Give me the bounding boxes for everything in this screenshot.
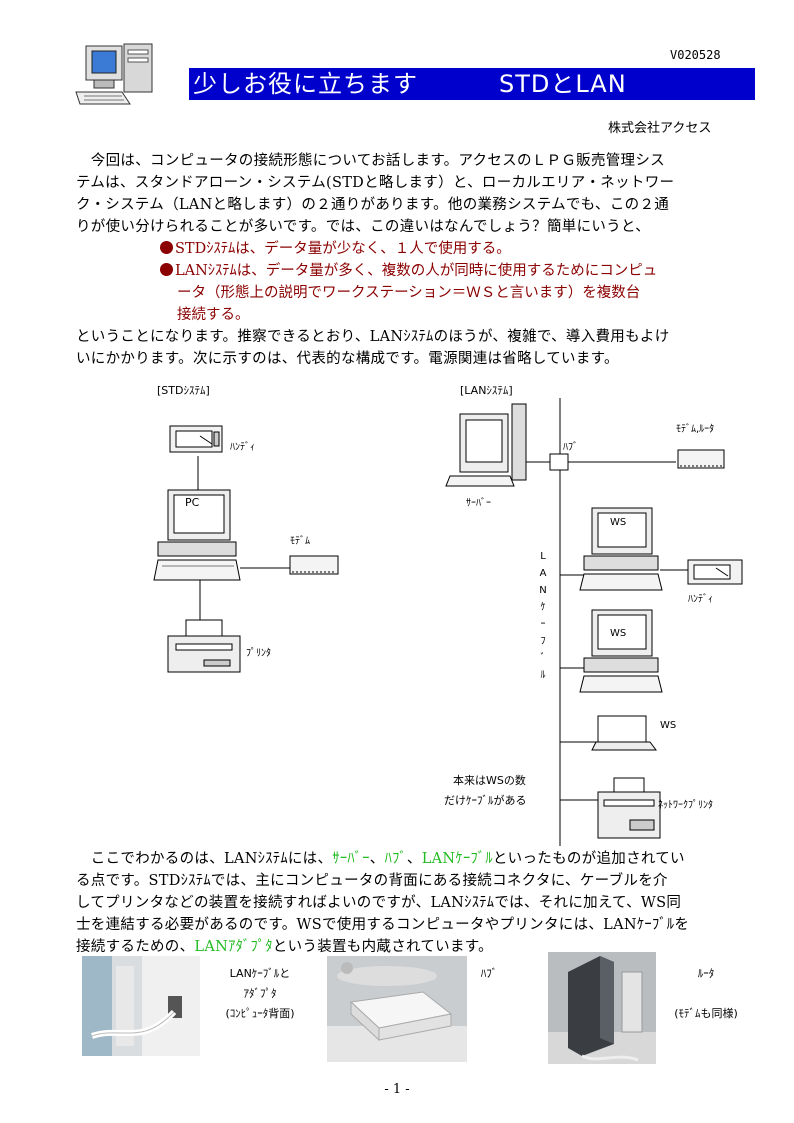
lan-cable-char: ﾙ: [540, 670, 546, 681]
keyword-hub: ﾊﾌﾞ: [384, 851, 407, 867]
lan-network-printer-icon: [597, 777, 661, 839]
lan-router-icon: [677, 449, 725, 469]
bullet-text: LANｼｽﾃﾑは、データ量が多く、複数の人が同時に使用するためにコンピュ: [175, 263, 658, 279]
std-pc-icon: [153, 489, 241, 581]
lan-cable-char: ｹ: [540, 602, 546, 613]
std-printer-label: ﾌﾟﾘﾝﾀ: [246, 648, 271, 659]
paragraph-line: 接続するための、LANｱﾀﾞﾌﾟﾀという装置も内蔵されています。: [76, 936, 756, 958]
paragraph-line: いにかかります。次に示すのは、代表的な構成です。電源関連は省略しています。: [76, 351, 619, 367]
text-span: 、: [406, 851, 422, 867]
hub-photo: [327, 956, 467, 1062]
std-heading: [STDｼｽﾃﾑ]: [157, 384, 210, 397]
lan-server-label: ｻｰﾊﾞｰ: [466, 498, 491, 509]
intro-line: テムは、スタンドアローン・システム(STDと略します）と、ローカルエリア・ネット…: [76, 175, 675, 191]
lan-cable-vertical-label: L A N ｹ ｰ ﾌ ﾞ ﾙ: [536, 548, 550, 684]
intro-line: 今回は、コンピュータの接続形態についてお話します。アクセスのＬＰＧ販売管理シス: [76, 153, 665, 169]
lan-server-icon: [445, 403, 527, 487]
text-span: 接続するための、: [76, 939, 195, 955]
bullet-text: STDｼｽﾃﾑは、データ量が少なく、１人で使用する。: [175, 241, 511, 257]
page-number: - 1 -: [384, 1082, 410, 1097]
keyword-lan-adapter: LANｱﾀﾞﾌﾟﾀ: [194, 939, 273, 955]
paragraph-line: してプリンタなどの装置を接続すればよいのですが、LANｼｽﾃﾑでは、それに加えて…: [76, 895, 682, 911]
std-modem-label: ﾓﾃﾞﾑ: [290, 536, 310, 547]
intro-line: りが使い分けられることが多いです。では、この違いはなんでしょう？簡単にいうと、: [76, 219, 651, 235]
document-code: V020528: [670, 48, 721, 62]
lan-laptop-label: WS: [660, 720, 677, 731]
bullet-std: STDｼｽﾃﾑは、データ量が少なく、１人で使用する。: [160, 238, 511, 260]
paragraph-line: 士を連結する必要があるのです。WSで使用するコンピュータやプリンタには、LANｹ…: [76, 917, 690, 933]
lan-cable-char: L: [540, 551, 546, 562]
computer-logo-icon: [75, 43, 153, 105]
keyword-server: ｻｰﾊﾞｰ: [332, 851, 370, 867]
bullet-dot-icon: [160, 241, 173, 254]
lan-ws1-label: WS: [610, 517, 627, 528]
network-diagram: [153, 398, 743, 846]
text-span: といったものが追加されてい: [492, 851, 685, 867]
paragraph-line: ここでわかるのは、LANｼｽﾃﾑには、ｻｰﾊﾞｰ、ﾊﾌﾞ、LANｹｰﾌﾞﾙといっ…: [76, 848, 756, 870]
photo-caption-hub: ﾊﾌﾞ: [480, 967, 498, 980]
router-photo: [548, 952, 656, 1064]
title-bar: 少しお役に立ちます STDとLAN: [189, 68, 755, 100]
lan-cable-char: ｰ: [540, 619, 546, 630]
photo-caption-router: ﾙｰﾀ (ﾓﾃﾞﾑも同様): [674, 967, 738, 1020]
lan-hub-icon: [549, 453, 569, 471]
diagram-note: だけｹｰﾌﾞﾙがある: [444, 794, 527, 807]
lan-ws2-icon: [579, 609, 663, 693]
lan-network-printer-label: ﾈｯﾄﾜｰｸﾌﾟﾘﾝﾀ: [658, 800, 713, 811]
body-paragraph-2: ここでわかるのは、LANｼｽﾃﾑには、ｻｰﾊﾞｰ、ﾊﾌﾞ、LANｹｰﾌﾞﾙといっ…: [76, 848, 756, 958]
photo-caption-cable: LANｹｰﾌﾞﾙと ｱﾀﾞﾌﾟﾀ (ｺﾝﾋﾟｭｰﾀ背面): [225, 967, 295, 1020]
std-modem-icon: [289, 555, 339, 575]
std-printer-icon: [167, 619, 241, 673]
text-span: 、: [369, 851, 385, 867]
paragraph-line: る点です。STDｼｽﾃﾑでは、主にコンピュータの背面にある接続コネクタに、ケーブ…: [76, 873, 668, 889]
lan-cable-photo: [82, 956, 200, 1056]
paragraph-line: ということになります。推察できるとおり、LANｼｽﾃﾑのほうが、複雑で、導入費用…: [76, 329, 670, 345]
intro-line: ク・システム（LANと略します）の２通りがあります。他の業務システムでも、この２…: [76, 197, 670, 213]
lan-handy-label: ﾊﾝﾃﾞｨ: [688, 594, 713, 605]
lan-router-label: ﾓﾃﾞﾑ,ﾙｰﾀ: [676, 424, 715, 435]
lan-heading: [LANｼｽﾃﾑ]: [460, 384, 513, 397]
std-pc-label: PC: [185, 496, 200, 509]
bullet-lan: LANｼｽﾃﾑは、データ量が多く、複数の人が同時に使用するためにコンピュ: [160, 260, 657, 282]
after-bullets-paragraph: ということになります。推察できるとおり、LANｼｽﾃﾑのほうが、複雑で、導入費用…: [76, 326, 756, 370]
bullet-lan-cont: ータ（形態上の説明でワークステーション＝ＷＳと言います）を複数台: [177, 285, 641, 301]
lan-cable-char: ﾌ: [540, 636, 546, 647]
keyword-lan-cable: LANｹｰﾌﾞﾙ: [421, 851, 493, 867]
lan-cable-char: A: [539, 568, 547, 579]
lan-ws2-label: WS: [610, 628, 627, 639]
company-name: 株式会社アクセス: [608, 121, 712, 136]
lan-ws1-icon: [579, 507, 663, 591]
text-span: という装置も内蔵されています。: [272, 939, 493, 955]
text-span: ここでわかるのは、LANｼｽﾃﾑには、: [76, 851, 333, 867]
page-title-topic: STDとLAN: [499, 70, 627, 98]
intro-paragraph: 今回は、コンピュータの接続形態についてお話します。アクセスのＬＰＧ販売管理シス …: [76, 150, 756, 238]
diagram-note: 本来はWSの数: [453, 774, 526, 787]
lan-handy-icon: [687, 559, 743, 585]
std-handy-icon: [169, 425, 223, 453]
std-handy-label: ﾊﾝﾃﾞｨ: [230, 442, 255, 453]
bullet-dot-icon: [160, 263, 173, 276]
lan-laptop-icon: [591, 715, 657, 751]
bullet-lan-cont: 接続する。: [177, 307, 250, 323]
lan-hub-label: ﾊﾌﾞ: [563, 442, 578, 453]
lan-cable-char: ﾞ: [540, 653, 546, 664]
page-title: 少しお役に立ちます: [193, 70, 418, 98]
lan-cable-char: N: [539, 585, 547, 596]
